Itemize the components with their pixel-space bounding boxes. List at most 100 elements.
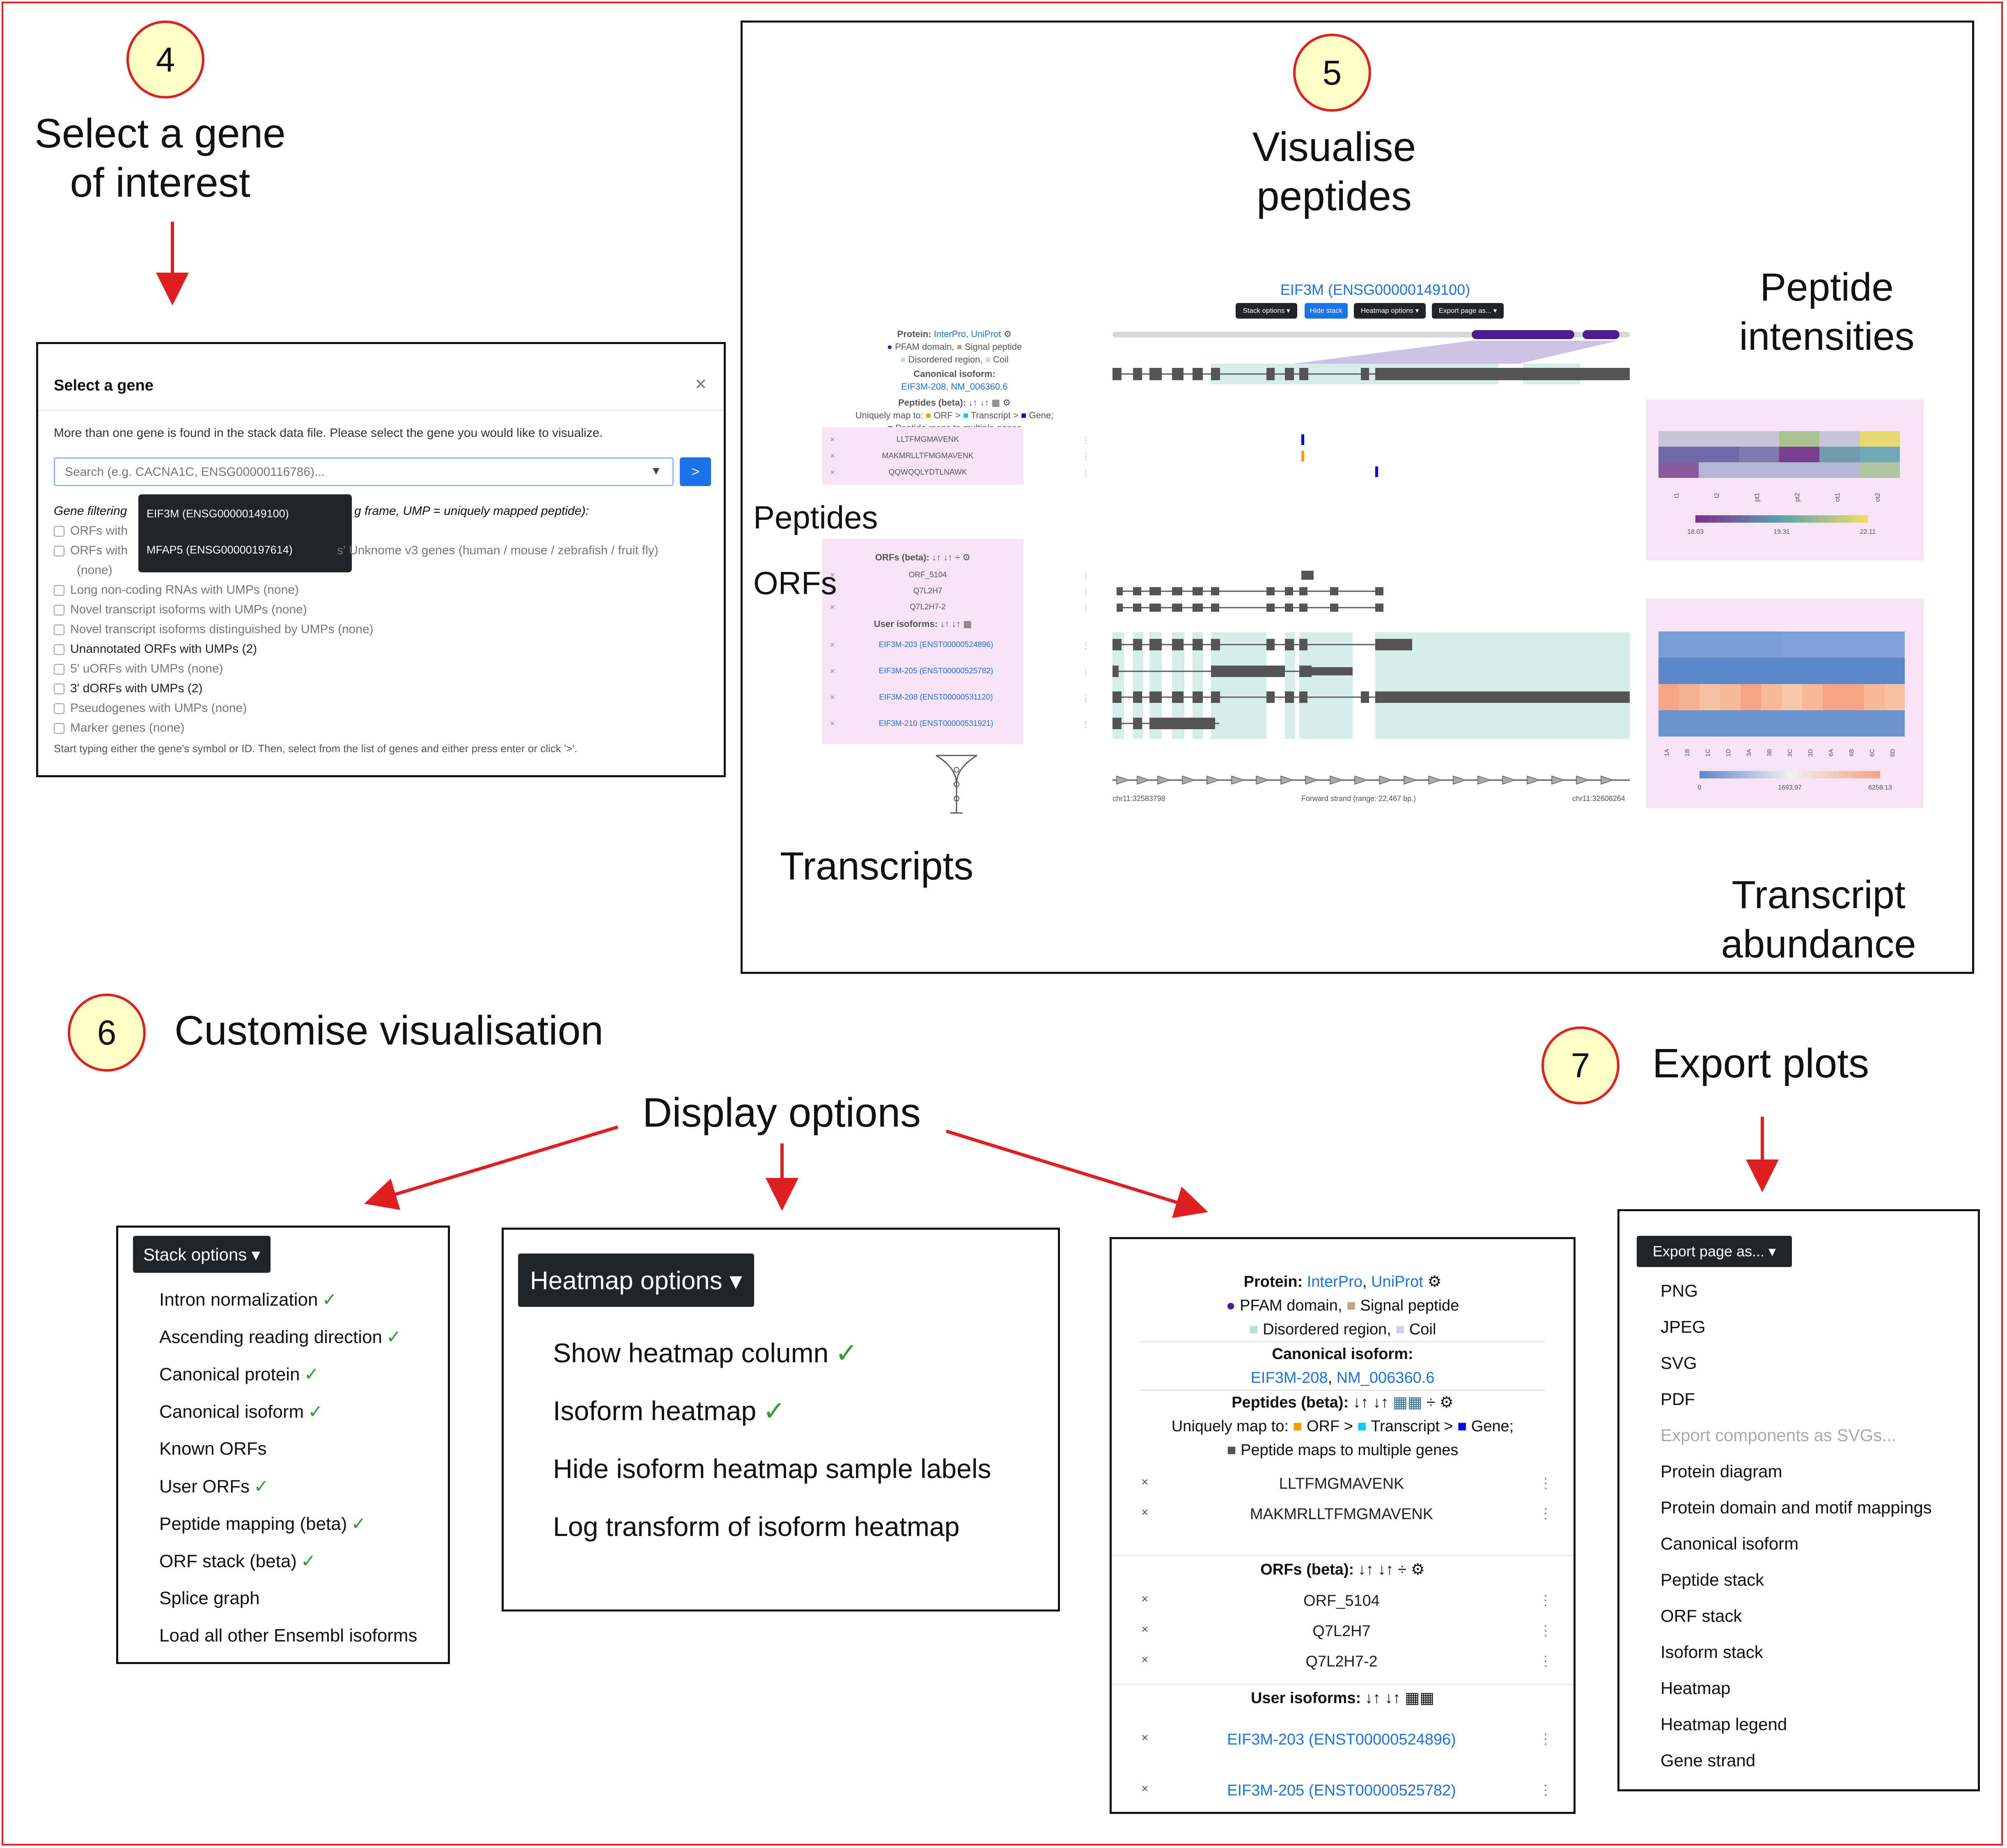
- drag-handle-icon[interactable]: ⋮: [1539, 1623, 1553, 1639]
- transcript-link[interactable]: EIF3M-203 (ENST00000524896): [878, 640, 993, 649]
- gear-icon[interactable]: ⚙: [1439, 1394, 1454, 1411]
- export-option-item[interactable]: Heatmap legend: [1661, 1715, 1787, 1734]
- remove-icon[interactable]: ×: [830, 603, 835, 612]
- export-option-item[interactable]: Protein diagram: [1661, 1462, 1782, 1481]
- checkbox[interactable]: [54, 723, 64, 734]
- filter-option[interactable]: Unannotated ORFs with UMPs (2): [54, 642, 257, 656]
- drag-handle-icon[interactable]: ⋮: [1082, 668, 1090, 677]
- stack-option-item[interactable]: Canonical protein✓: [159, 1364, 319, 1385]
- remove-icon[interactable]: ×: [830, 693, 835, 702]
- checkbox[interactable]: [54, 546, 64, 557]
- remove-icon[interactable]: ×: [1141, 1731, 1149, 1745]
- drag-handle-icon[interactable]: ⋮: [1082, 604, 1090, 613]
- checkbox[interactable]: [54, 605, 64, 616]
- export-option-item[interactable]: SVG: [1661, 1353, 1697, 1373]
- export-option-item[interactable]: Protein domain and motif mappings: [1661, 1498, 1932, 1517]
- heatmap-option-item[interactable]: Log transform of isoform heatmap: [553, 1511, 959, 1542]
- stack-option-item[interactable]: Canonical isoform✓: [159, 1401, 323, 1422]
- panel-canonical-link-a[interactable]: EIF3M-208: [1250, 1369, 1328, 1387]
- remove-icon[interactable]: ×: [830, 571, 835, 580]
- remove-icon[interactable]: ×: [1141, 1623, 1149, 1636]
- export-option-item[interactable]: Canonical isoform: [1661, 1534, 1799, 1553]
- drag-handle-icon[interactable]: ⋮: [1539, 1731, 1553, 1747]
- export-page-button[interactable]: Export page as... ▾: [1432, 303, 1504, 319]
- export-option-item[interactable]: JPEG: [1661, 1317, 1706, 1336]
- heatmap-option-item[interactable]: Hide isoform heatmap sample labels: [553, 1453, 991, 1484]
- isoform-link[interactable]: EIF3M-205 (ENST00000525782): [1227, 1782, 1456, 1799]
- drag-handle-icon[interactable]: ⋮: [1082, 720, 1090, 729]
- gene-search-input[interactable]: Search (e.g. CACNA1C, ENSG00000116786)..…: [54, 457, 674, 486]
- checkbox[interactable]: [54, 664, 64, 675]
- filter-option[interactable]: Marker genes (none): [54, 721, 184, 735]
- export-option-item[interactable]: Heatmap: [1661, 1678, 1731, 1698]
- stack-option-item[interactable]: User ORFs✓: [159, 1476, 269, 1497]
- export-option-item[interactable]: PNG: [1661, 1281, 1698, 1300]
- heatmap-option-item[interactable]: Show heatmap column✓: [553, 1337, 858, 1369]
- hide-stack-button[interactable]: Hide stack: [1305, 303, 1348, 319]
- drag-handle-icon[interactable]: ⋮: [1539, 1506, 1553, 1522]
- remove-icon[interactable]: ×: [830, 468, 835, 477]
- filter-option[interactable]: 3' dORFs with UMPs (2): [54, 682, 202, 696]
- stack-options-button[interactable]: Stack options ▾: [1236, 303, 1297, 319]
- remove-icon[interactable]: ×: [830, 667, 835, 676]
- remove-icon[interactable]: ×: [1141, 1506, 1149, 1519]
- sort-icon[interactable]: ↓↑ ↓↑: [1353, 1394, 1389, 1411]
- filter-option[interactable]: ORFs with: [54, 524, 128, 538]
- dialog-close-button[interactable]: ×: [695, 373, 707, 395]
- export-option-item[interactable]: PDF: [1661, 1389, 1695, 1409]
- stack-option-item[interactable]: Load all other Ensembl isoforms: [159, 1625, 417, 1646]
- stack-option-item[interactable]: Ascending reading direction✓: [159, 1327, 401, 1348]
- drag-handle-icon[interactable]: ⋮: [1082, 469, 1090, 478]
- transcript-link[interactable]: EIF3M-205 (ENST00000525782): [878, 667, 993, 675]
- drag-handle-icon[interactable]: ⋮: [1082, 694, 1090, 703]
- remove-icon[interactable]: ×: [1141, 1475, 1149, 1489]
- checkbox[interactable]: [54, 585, 64, 596]
- transcript-link[interactable]: EIF3M-210 (ENST00000531921): [878, 719, 993, 728]
- drag-handle-icon[interactable]: ⋮: [1082, 572, 1090, 581]
- remove-icon[interactable]: ×: [830, 719, 835, 728]
- checkbox[interactable]: [54, 703, 64, 714]
- stack-option-item[interactable]: Splice graph: [159, 1588, 260, 1609]
- drag-handle-icon[interactable]: ⋮: [1082, 641, 1090, 650]
- filter-option[interactable]: Pseudogenes with UMPs (none): [54, 701, 247, 715]
- drag-handle-icon[interactable]: ⋮: [1082, 452, 1090, 461]
- drag-handle-icon[interactable]: ⋮: [1082, 588, 1090, 597]
- stack-option-item[interactable]: ORF stack (beta)✓: [159, 1551, 316, 1572]
- remove-icon[interactable]: ×: [830, 452, 835, 461]
- remove-icon[interactable]: ×: [1141, 1653, 1149, 1667]
- drag-handle-icon[interactable]: ⋮: [1539, 1782, 1553, 1798]
- sort-icon[interactable]: ↓↑ ↓↑ ÷ ⚙: [1358, 1561, 1425, 1578]
- export-option-item[interactable]: Isoform stack: [1661, 1642, 1763, 1662]
- panel-interpro-link[interactable]: InterPro: [1307, 1273, 1362, 1290]
- checkbox[interactable]: [54, 684, 64, 695]
- remove-icon[interactable]: ×: [1141, 1592, 1149, 1606]
- suggestion-item[interactable]: EIF3M (ENSG00000149100): [147, 507, 289, 520]
- filter-option[interactable]: Long non-coding RNAs with UMPs (none): [54, 583, 299, 597]
- drag-handle-icon[interactable]: ⋮: [1539, 1593, 1553, 1608]
- remove-icon[interactable]: ×: [830, 587, 835, 596]
- filter-option[interactable]: (none): [77, 563, 112, 577]
- mini-canonical-ids[interactable]: EIF3M-208, NM_006360.6: [901, 381, 1008, 392]
- filter-option[interactable]: 5' uORFs with UMPs (none): [54, 662, 223, 676]
- export-dropdown-button[interactable]: Export page as... ▾: [1637, 1236, 1792, 1267]
- gear-icon[interactable]: ⚙: [1427, 1273, 1442, 1290]
- export-option-item[interactable]: ORF stack: [1661, 1606, 1742, 1625]
- gene-title-link[interactable]: EIF3M (ENSG00000149100): [1280, 281, 1470, 298]
- drag-handle-icon[interactable]: ⋮: [1539, 1476, 1553, 1491]
- go-button[interactable]: >: [680, 457, 711, 486]
- mini-interpro-link[interactable]: InterPro: [934, 329, 966, 339]
- drag-handle-icon[interactable]: ⋮: [1539, 1653, 1553, 1669]
- suggestion-item[interactable]: MFAP5 (ENSG00000197614): [147, 544, 293, 556]
- remove-icon[interactable]: ×: [830, 640, 835, 650]
- heatmap-option-item[interactable]: Isoform heatmap✓: [553, 1395, 786, 1427]
- heatmap-options-button[interactable]: Heatmap options ▾: [1354, 303, 1426, 319]
- transcript-link[interactable]: EIF3M-208 (ENST00000531120): [879, 693, 993, 702]
- isoform-link[interactable]: EIF3M-203 (ENST00000524896): [1227, 1731, 1456, 1748]
- heatmap-options-dropdown-button[interactable]: Heatmap options ▾: [518, 1253, 754, 1307]
- stack-option-item[interactable]: Intron normalization✓: [159, 1289, 337, 1310]
- export-option-item[interactable]: Peptide stack: [1661, 1570, 1764, 1589]
- drag-handle-icon[interactable]: ⋮: [1082, 436, 1090, 445]
- panel-canonical-link-b[interactable]: NM_006360.6: [1336, 1369, 1435, 1387]
- checkbox[interactable]: [54, 526, 64, 537]
